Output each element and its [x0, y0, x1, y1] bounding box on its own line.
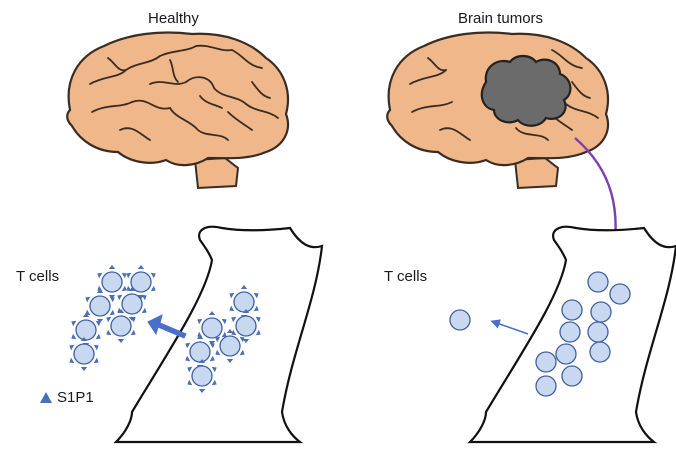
tcell-tumor-marrow: [562, 300, 582, 320]
tcell-tumor-marrow: [588, 272, 608, 292]
tcell-healthy-circulating: [69, 337, 98, 371]
tumor-brain: [387, 33, 608, 189]
tcells-label-tumor: T cells: [384, 268, 427, 285]
tcell-tumor-marrow: [560, 322, 580, 342]
legend: S1P1: [40, 389, 94, 406]
tcell-healthy-circulating: [71, 313, 100, 347]
tcell-tumor-marrow: [562, 366, 582, 386]
s1p1-triangle-icon: [40, 392, 52, 403]
tcell-tumor-marrow: [588, 322, 608, 342]
egress-arrow-weak: [494, 322, 528, 334]
tcell-tumor-marrow: [591, 302, 611, 322]
tumor-mass: [482, 56, 571, 126]
panel-title-healthy: Healthy: [148, 10, 199, 27]
tcell-tumor-marrow: [610, 284, 630, 304]
panel-title-brain-tumors: Brain tumors: [458, 10, 543, 27]
healthy-brain: [67, 33, 288, 189]
tcell-tumor-marrow: [556, 344, 576, 364]
tcell-tumor-marrow: [536, 376, 556, 396]
legend-label: S1P1: [57, 389, 94, 406]
tcells-label-healthy: T cells: [16, 268, 59, 285]
tcell-healthy-circulating: [97, 265, 126, 299]
tcell-tumor-marrow: [536, 352, 556, 372]
egress-arrow-strong: [148, 315, 186, 338]
tcell-tumor-circulating: [450, 310, 470, 330]
tcell-tumor-marrow: [590, 342, 610, 362]
